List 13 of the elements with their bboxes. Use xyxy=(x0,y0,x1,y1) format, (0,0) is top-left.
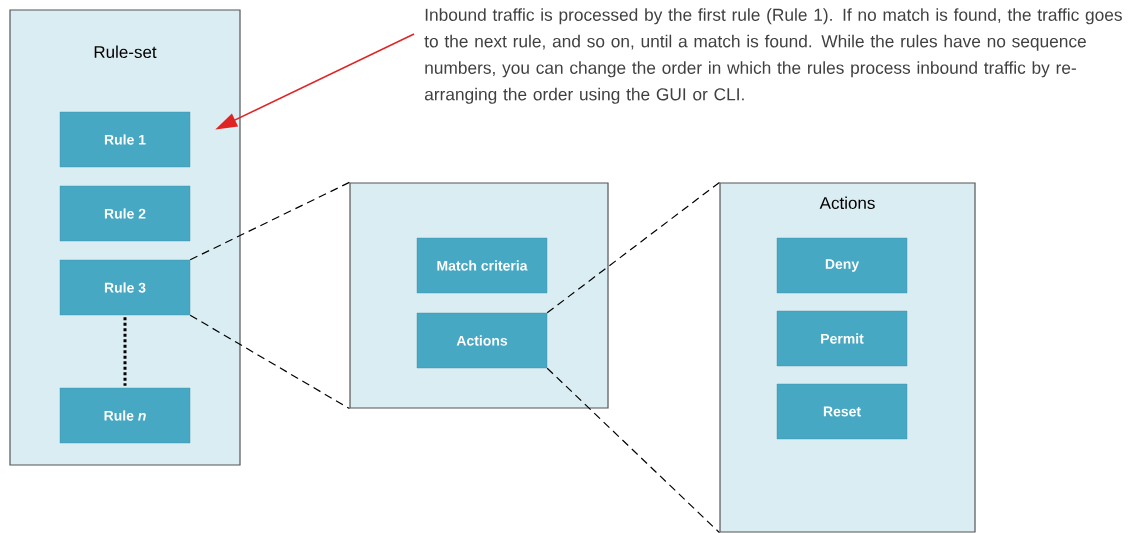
process-box: Actions xyxy=(416,312,548,369)
zoom-line xyxy=(189,314,350,410)
note-text: Inbound traffic is processed by the first rule (Rule 1). If no match is found, the traffic goes to the next rule, and so on, until a match is found. While the rules have no sequence numbers, you can change the order in which the rules process inbound traffic by re-arranging the order using the GUI or CLI. xyxy=(424,8,1122,104)
action-box: Permit xyxy=(776,310,908,367)
zoom-line xyxy=(546,181,720,314)
process-box: Match criteria xyxy=(416,237,548,294)
zoom-line xyxy=(189,181,350,261)
action-box: Deny xyxy=(776,237,908,294)
action-box: Reset xyxy=(776,383,908,440)
panel-heading: Rule-set xyxy=(94,45,157,59)
dotted-line xyxy=(123,317,127,386)
panel-heading: Actions xyxy=(819,196,875,210)
zoom-line xyxy=(546,367,720,533)
